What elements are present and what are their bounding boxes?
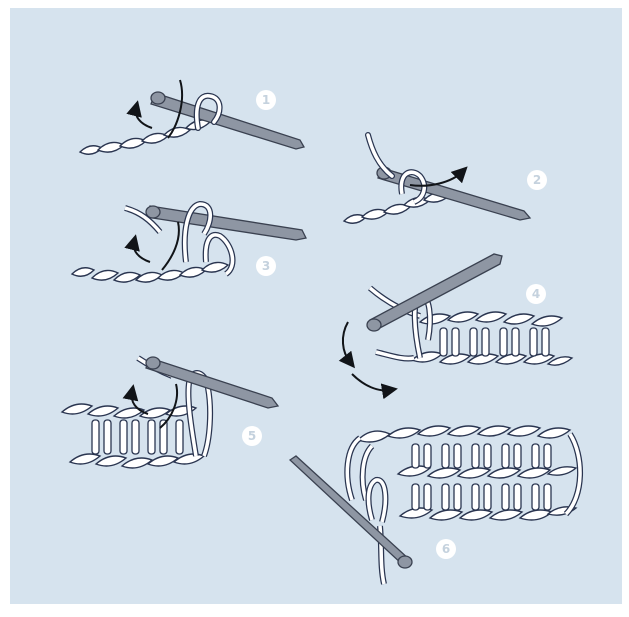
step-number: 6 <box>442 542 450 556</box>
step-number: 3 <box>262 259 270 273</box>
step-number: 2 <box>533 173 541 187</box>
step-number: 1 <box>262 93 270 107</box>
hook-tip <box>151 92 165 104</box>
step-number: 5 <box>248 429 256 443</box>
step-number: 4 <box>532 287 540 301</box>
